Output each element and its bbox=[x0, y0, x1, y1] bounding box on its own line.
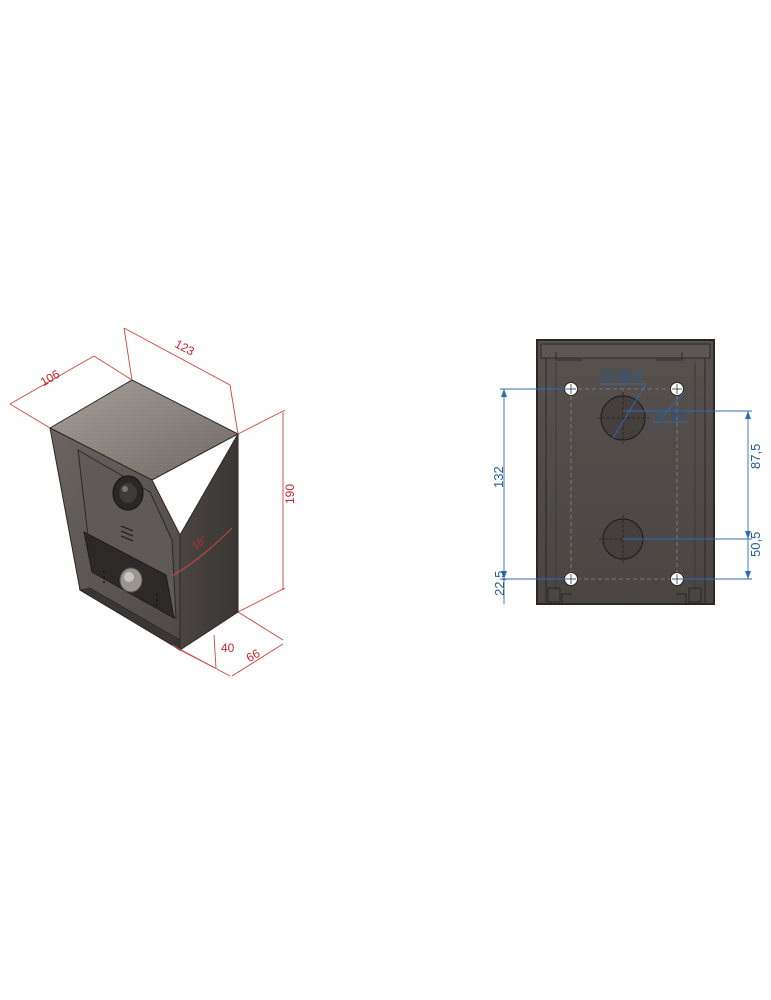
mounting-hole-top-right bbox=[670, 382, 684, 396]
iso-dimension-lines bbox=[9, 327, 286, 677]
dim-width: 123 bbox=[172, 337, 197, 359]
dim-vertical-total: 132 bbox=[491, 466, 506, 488]
housing-right-side bbox=[179, 432, 239, 651]
dim-height: 190 bbox=[283, 484, 297, 504]
back-view: 132 22,5 ∅ 28,2 ∅ 10 87,5 50,5 bbox=[491, 339, 763, 605]
camera-lens bbox=[112, 475, 144, 511]
dim-hole-large: ∅ 28,2 bbox=[602, 368, 642, 383]
isometric-view: 106 123 190 18° 40 66 bbox=[9, 327, 297, 677]
dim-hole-small: ∅ 10 bbox=[654, 407, 683, 422]
call-button bbox=[119, 567, 143, 593]
dim-bottom-small: 40 bbox=[221, 641, 235, 655]
speaker-holes bbox=[103, 571, 158, 606]
mic-grille bbox=[120, 525, 134, 542]
housing-bottom-lip bbox=[78, 587, 181, 651]
dimension-arrows bbox=[501, 389, 751, 579]
dim-bottom-depth: 66 bbox=[244, 646, 263, 665]
dim-right-lower: 50,5 bbox=[748, 532, 763, 557]
dim-right-upper: 87,5 bbox=[748, 444, 763, 469]
dim-left-bottom: 22,5 bbox=[492, 571, 507, 596]
mounting-holes bbox=[564, 382, 684, 586]
back-dimension-lines bbox=[500, 383, 752, 604]
cable-knockout-upper bbox=[597, 392, 649, 444]
